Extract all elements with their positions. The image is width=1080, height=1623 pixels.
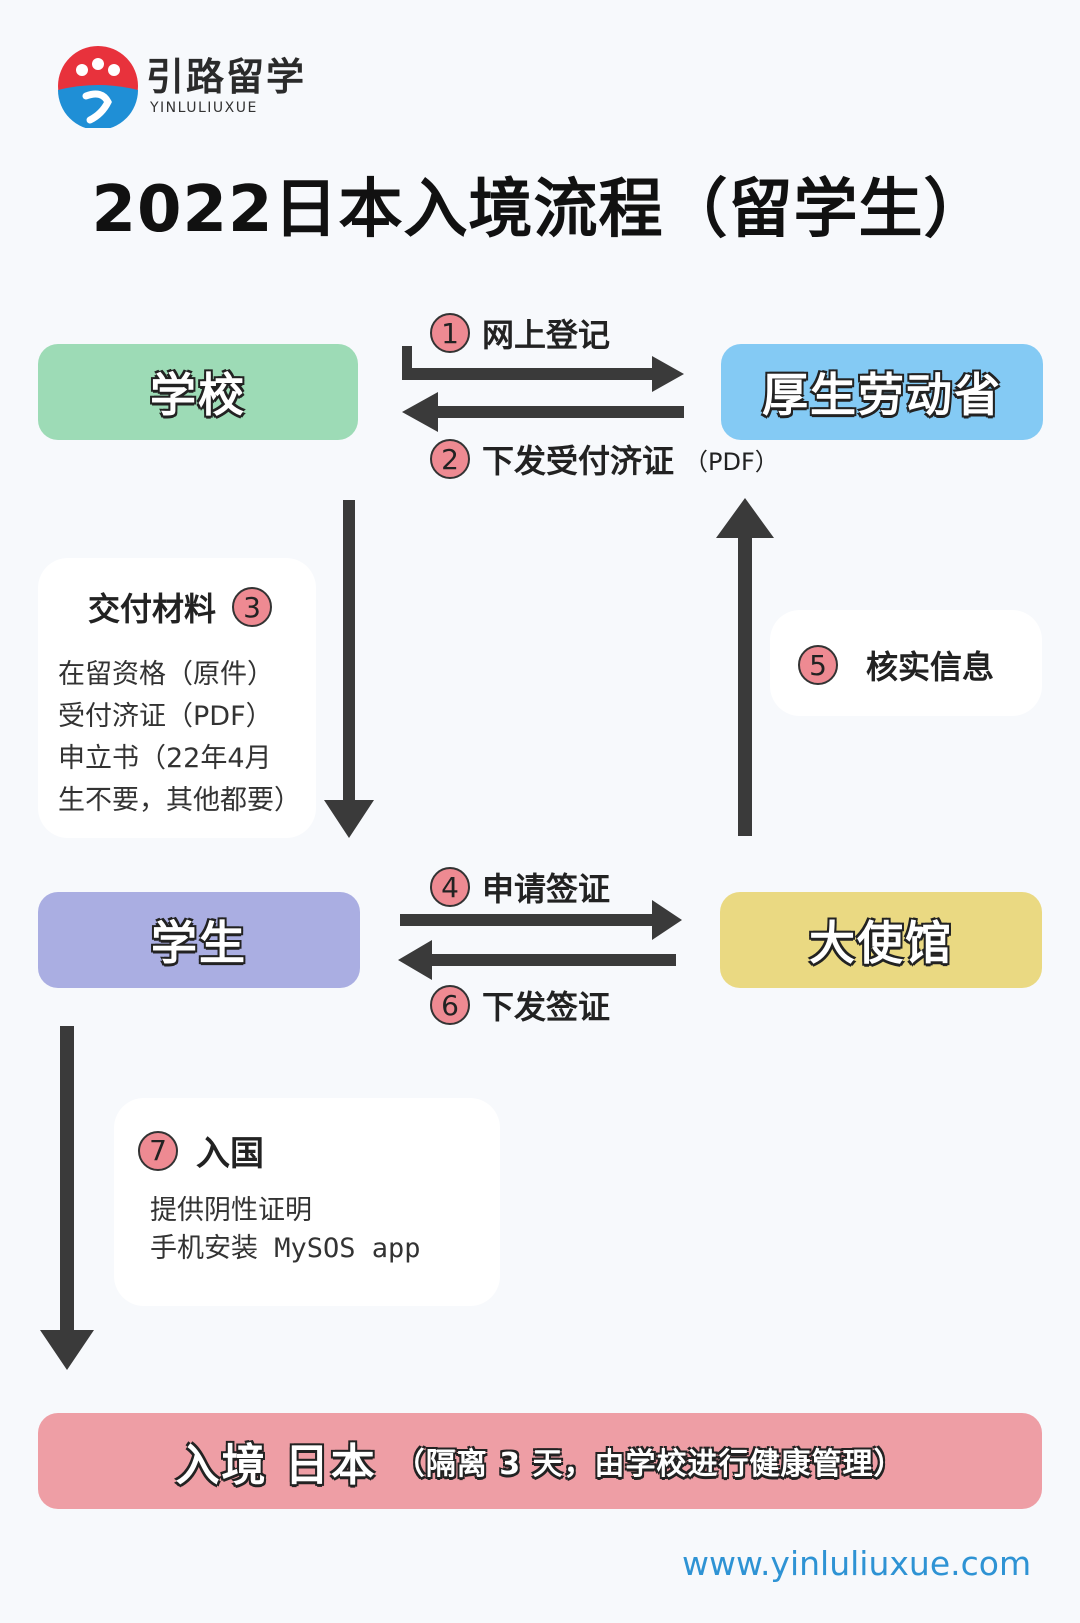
arrow-mhlw-to-school [402,392,684,432]
step-2-note: （PDF） [684,447,779,476]
step-5-label: 核实信息 [866,648,995,686]
step-7-details: 提供阴性证明 手机安装 MySOS app [150,1195,421,1264]
page-title: 2022日本入境流程（留学生） [91,173,989,247]
step-number-1: 1 [430,313,470,353]
step-3-label: 交付材料 [88,590,217,628]
step-number-4: 4 [430,867,470,907]
step-2: 2 下发受付济证 （PDF） [430,436,779,482]
arrow-embassy-to-mhlw [716,498,774,836]
node-entry-japan: 入境 日本 （隔离 3 天，由学校进行健康管理） [38,1413,1042,1509]
step-7-card: 7 入国 提供阴性证明 手机安装 MySOS app [114,1098,500,1306]
step-4: 4 申请签证 [430,864,610,910]
step-5-header: 5 核实信息 [798,642,994,688]
brand-name-en: YINLULIUXUE [150,100,258,116]
node-mhlw: 厚生劳动省 [721,344,1043,440]
step-7-label: 入国 [196,1134,264,1174]
step-1-label: 网上登记 [482,316,611,354]
arrow-student-to-entry [40,1026,94,1370]
footer-url[interactable]: www.yinluliuxue.com [682,1544,1032,1583]
node-embassy: 大使馆 [720,892,1042,988]
arrow-school-to-mhlw [402,346,684,392]
step-4-label: 申请签证 [482,870,611,908]
step-number-7: 7 [138,1130,178,1171]
brand-name: 引路留学 [146,55,307,99]
step-number-3: 3 [232,587,273,627]
step-5-card: 5 核实信息 [770,610,1042,716]
arrow-embassy-to-student [398,940,676,980]
step-number-6: 6 [430,985,470,1025]
logo-icon [58,46,138,128]
step-3-card: 交付材料 3 在留资格（原件） 受付济证（PDF） 申立书（22年4月 生不要，… [38,558,316,838]
node-school: 学校 [38,344,358,440]
entry-sub-label: （隔离 3 天，由学校进行健康管理） [394,1447,905,1482]
node-student: 学生 [38,892,360,988]
step-6: 6 下发签证 [430,982,610,1028]
step-3-header: 交付材料 3 [88,584,273,630]
arrow-school-to-student [324,500,374,838]
step-3-details: 在留资格（原件） 受付济证（PDF） 申立书（22年4月 生不要，其他都要） [58,659,301,816]
step-number-2: 2 [430,439,470,479]
step-7-header: 7 入国 [138,1126,264,1175]
step-1: 1 网上登记 [430,310,610,356]
step-6-label: 下发签证 [482,988,611,1026]
entry-main-label: 入境 日本 [175,1440,377,1491]
step-number-5: 5 [798,645,838,685]
arrow-student-to-embassy [400,900,682,940]
step-2-label: 下发受付济证 [482,442,675,480]
